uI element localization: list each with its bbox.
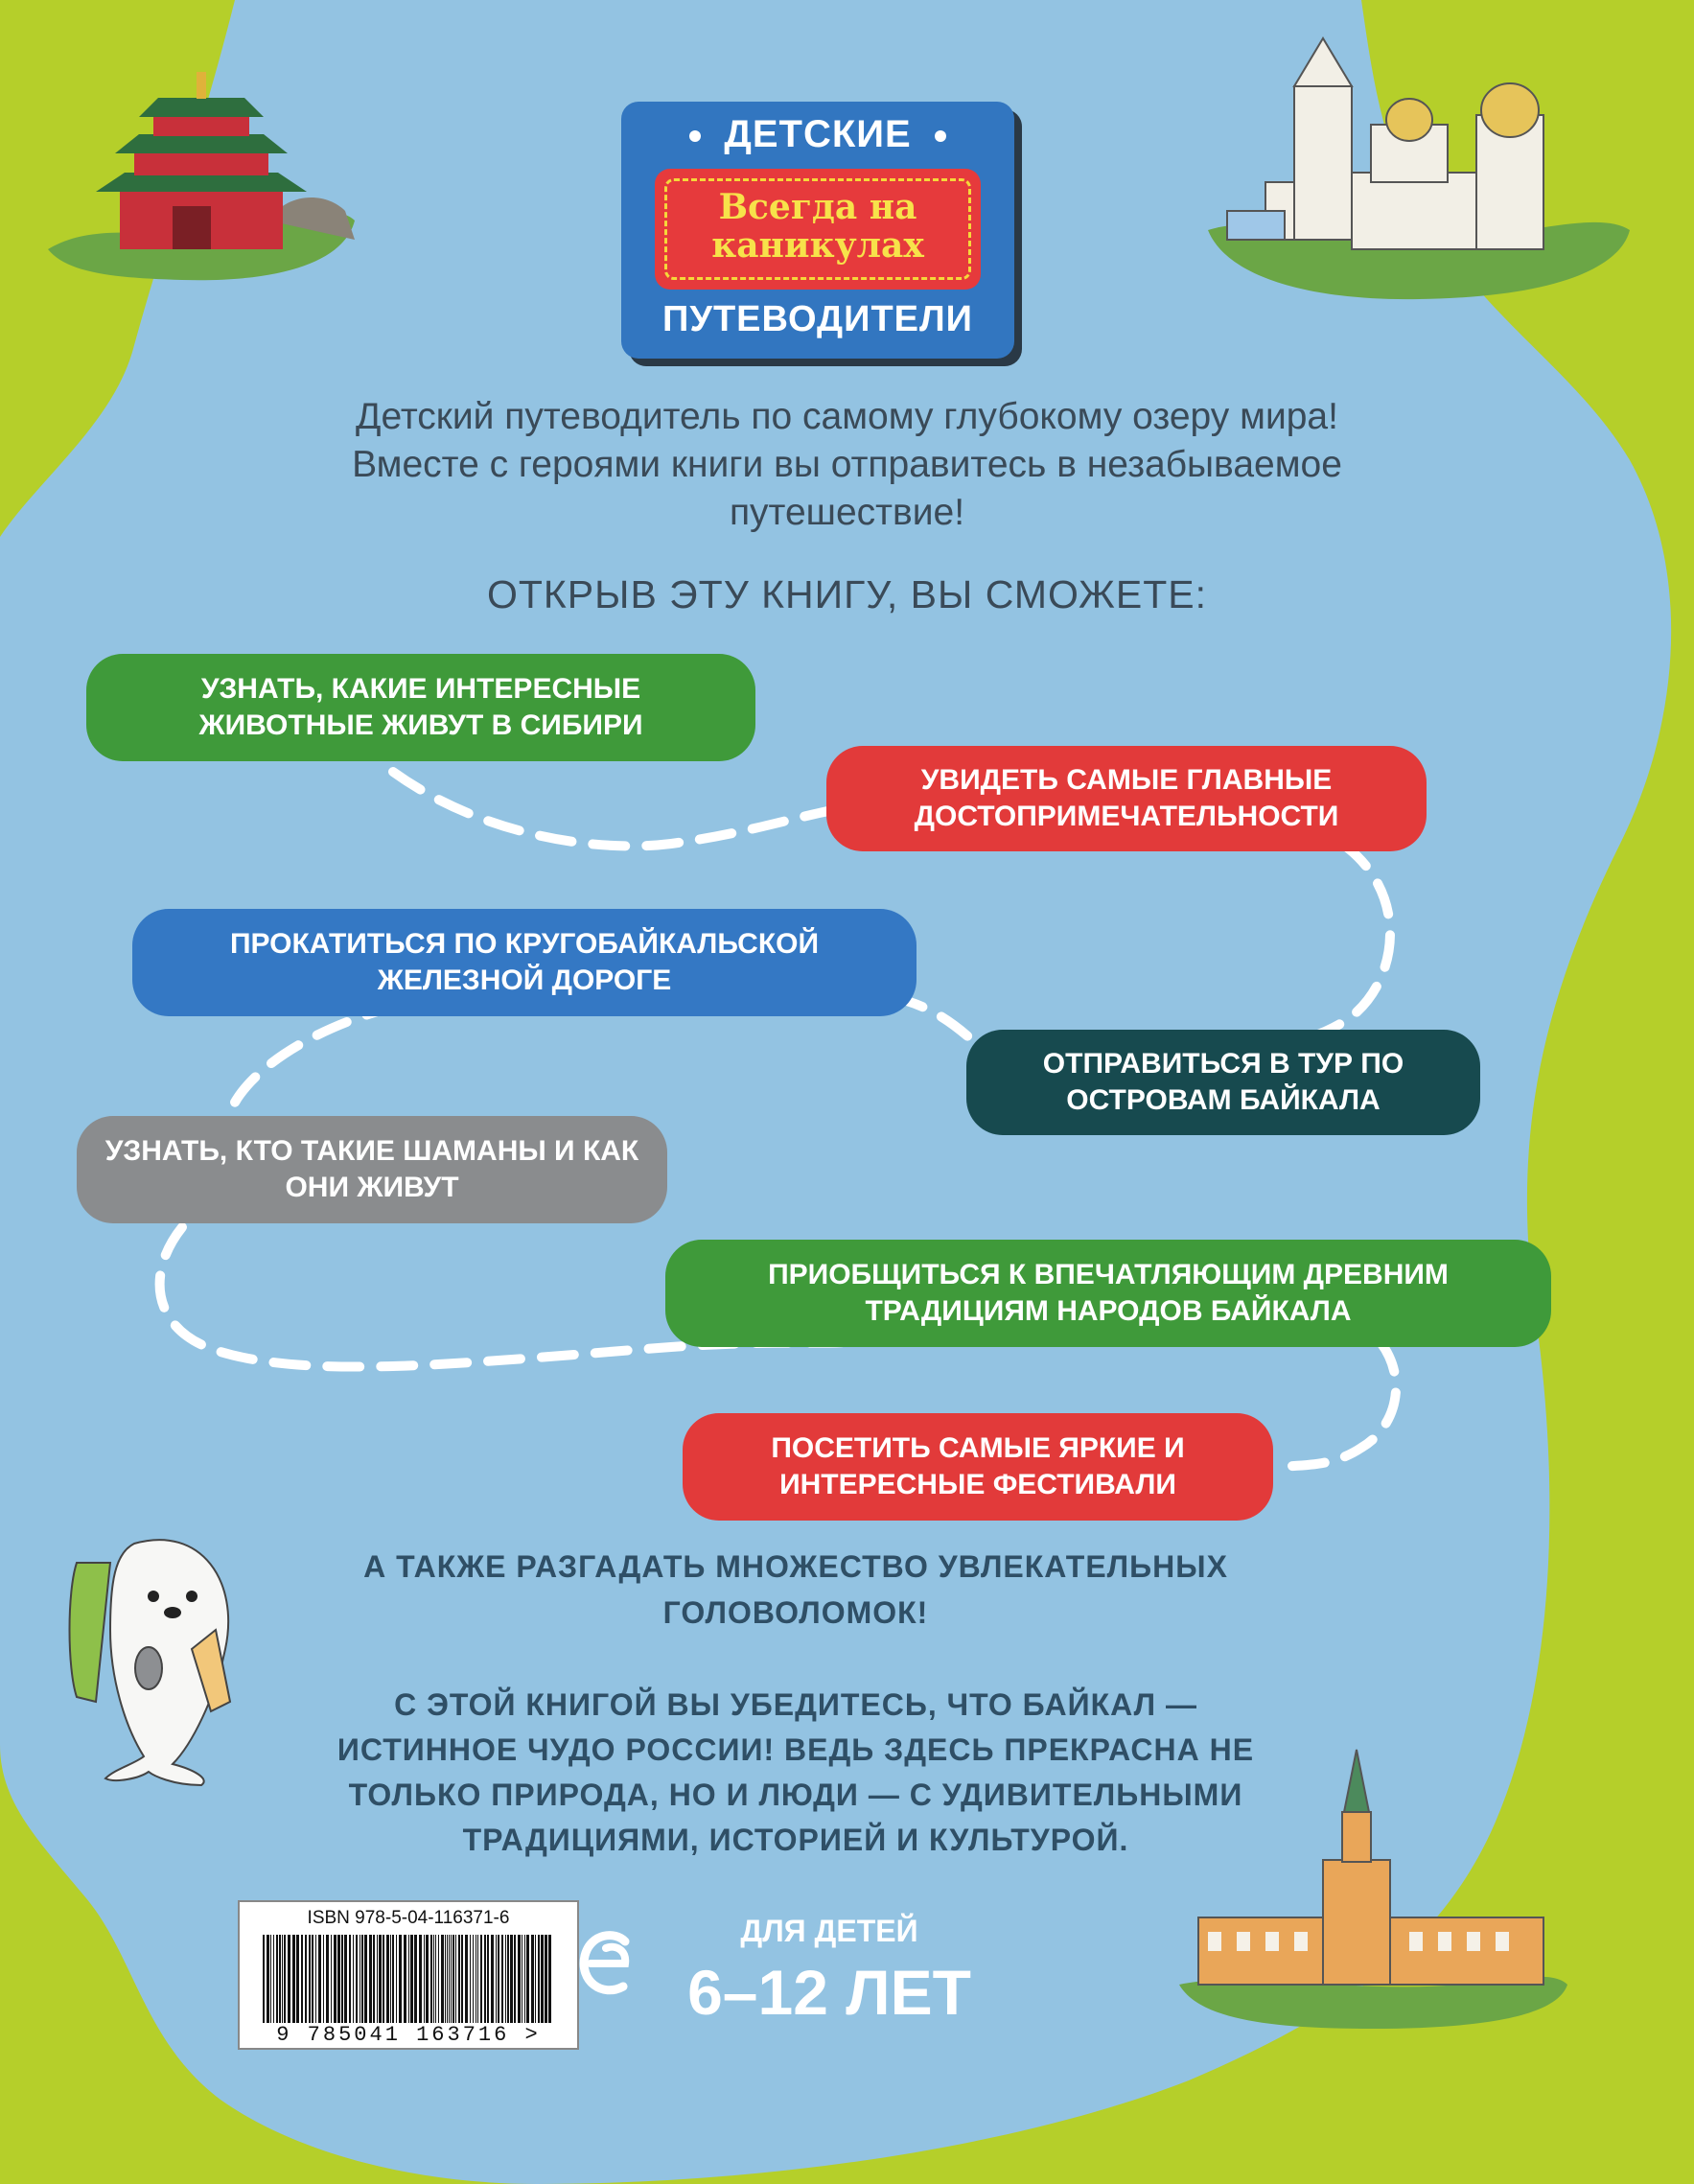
feature-pill: ПРОКАТИТЬСЯ ПО КРУГОБАЙКАЛЬСКОЙ ЖЕЛЕЗНОЙ…: [132, 909, 917, 1016]
features-heading: ОТКРЫВ ЭТУ КНИГУ, ВЫ СМОЖЕТЕ:: [486, 572, 1207, 616]
closing-paragraph: С ЭТОЙ КНИГОЙ ВЫ УБЕДИТЕСЬ, ЧТО БАЙКАЛ —…: [336, 1687, 1255, 1857]
cathedral-icon: [1208, 36, 1630, 300]
series-badge: ДЕТСКИЕ Всегда на каникулах ПУТЕВОДИТЕЛИ: [621, 102, 1014, 359]
feature-pill: ПРИОБЩИТЬСЯ К ВПЕЧАТЛЯЮЩИМ ДРЕВНИМ ТРАДИ…: [665, 1240, 1551, 1347]
badge-top-text: ДЕТСКИЕ: [724, 113, 912, 155]
isbn-barcode: ISBN 978-5-04-116371-6 9 785041 163716 >: [238, 1900, 579, 2050]
feature-text: УВИДЕТЬ САМЫЕ ГЛАВНЫЕ ДОСТОПРИМЕЧАТЕЛЬНО…: [914, 764, 1339, 832]
feature-text: УЗНАТЬ, КАКИЕ ИНТЕРЕСНЫЕ ЖИВОТНЫЕ ЖИВУТ …: [198, 673, 643, 741]
feature-pill: УВИДЕТЬ САМЫЕ ГЛАВНЫЕ ДОСТОПРИМЕЧАТЕЛЬНО…: [826, 746, 1427, 851]
feature-text: ПОСЕТИТЬ САМЫЕ ЯРКИЕ И ИНТЕРЕСНЫЕ ФЕСТИВ…: [771, 1432, 1185, 1500]
feature-text: ПРИОБЩИТЬСЯ К ВПЕЧАТЛЯЮЩИМ ДРЕВНИМ ТРАДИ…: [768, 1259, 1449, 1327]
feature-pill: ОТПРАВИТЬСЯ В ТУР ПО ОСТРОВАМ БАЙКАЛА: [966, 1030, 1480, 1135]
intro-text: Детский путеводитель по самому глубокому…: [352, 396, 1342, 533]
barcode-digits: 9 785041 163716 >: [276, 2023, 541, 2047]
feature-pill: УЗНАТЬ, КАКИЕ ИНТЕРЕСНЫЕ ЖИВОТНЫЕ ЖИВУТ …: [86, 654, 755, 761]
feature-text: УЗНАТЬ, КТО ТАКИЕ ШАМАНЫ И КАК ОНИ ЖИВУТ: [104, 1135, 639, 1203]
eksmo-e-icon: [579, 1931, 630, 1995]
feature-pill: УЗНАТЬ, КТО ТАКИЕ ШАМАНЫ И КАК ОНИ ЖИВУТ: [77, 1116, 667, 1223]
badge-top-line: ДЕТСКИЕ: [621, 113, 1014, 156]
isbn-text: ISBN 978-5-04-116371-6: [307, 1908, 510, 1928]
feature-text: ПРОКАТИТЬСЯ ПО КРУГОБАЙКАЛЬСКОЙ ЖЕЛЕЗНОЙ…: [229, 928, 820, 996]
railway-station-icon: [1179, 1749, 1567, 2029]
baikal-seal-icon: [68, 1539, 232, 1787]
feature-pill: ПОСЕТИТЬ САМЫЕ ЯРКИЕ И ИНТЕРЕСНЫЕ ФЕСТИВ…: [683, 1413, 1273, 1521]
age-range: 6–12 ЛЕТ: [687, 1957, 971, 2028]
barcode-bars: [263, 1935, 551, 2023]
age-label: ДЛЯ ДЕТЕЙ: [740, 1914, 918, 1948]
datsan-temple-icon: [48, 72, 355, 281]
puzzles-paragraph: А ТАКЖЕ РАЗГАДАТЬ МНОЖЕСТВО УВЛЕКАТЕЛЬНЫ…: [363, 1549, 1228, 1630]
feature-text: ОТПРАВИТЬСЯ В ТУР ПО ОСТРОВАМ БАЙКАЛА: [1042, 1048, 1404, 1116]
badge-series-plate: Всегда на каникулах: [655, 169, 981, 290]
badge-bottom-text: ПУТЕВОДИТЕЛИ: [662, 299, 973, 339]
badge-series-name: Всегда на каникулах: [711, 187, 924, 266]
